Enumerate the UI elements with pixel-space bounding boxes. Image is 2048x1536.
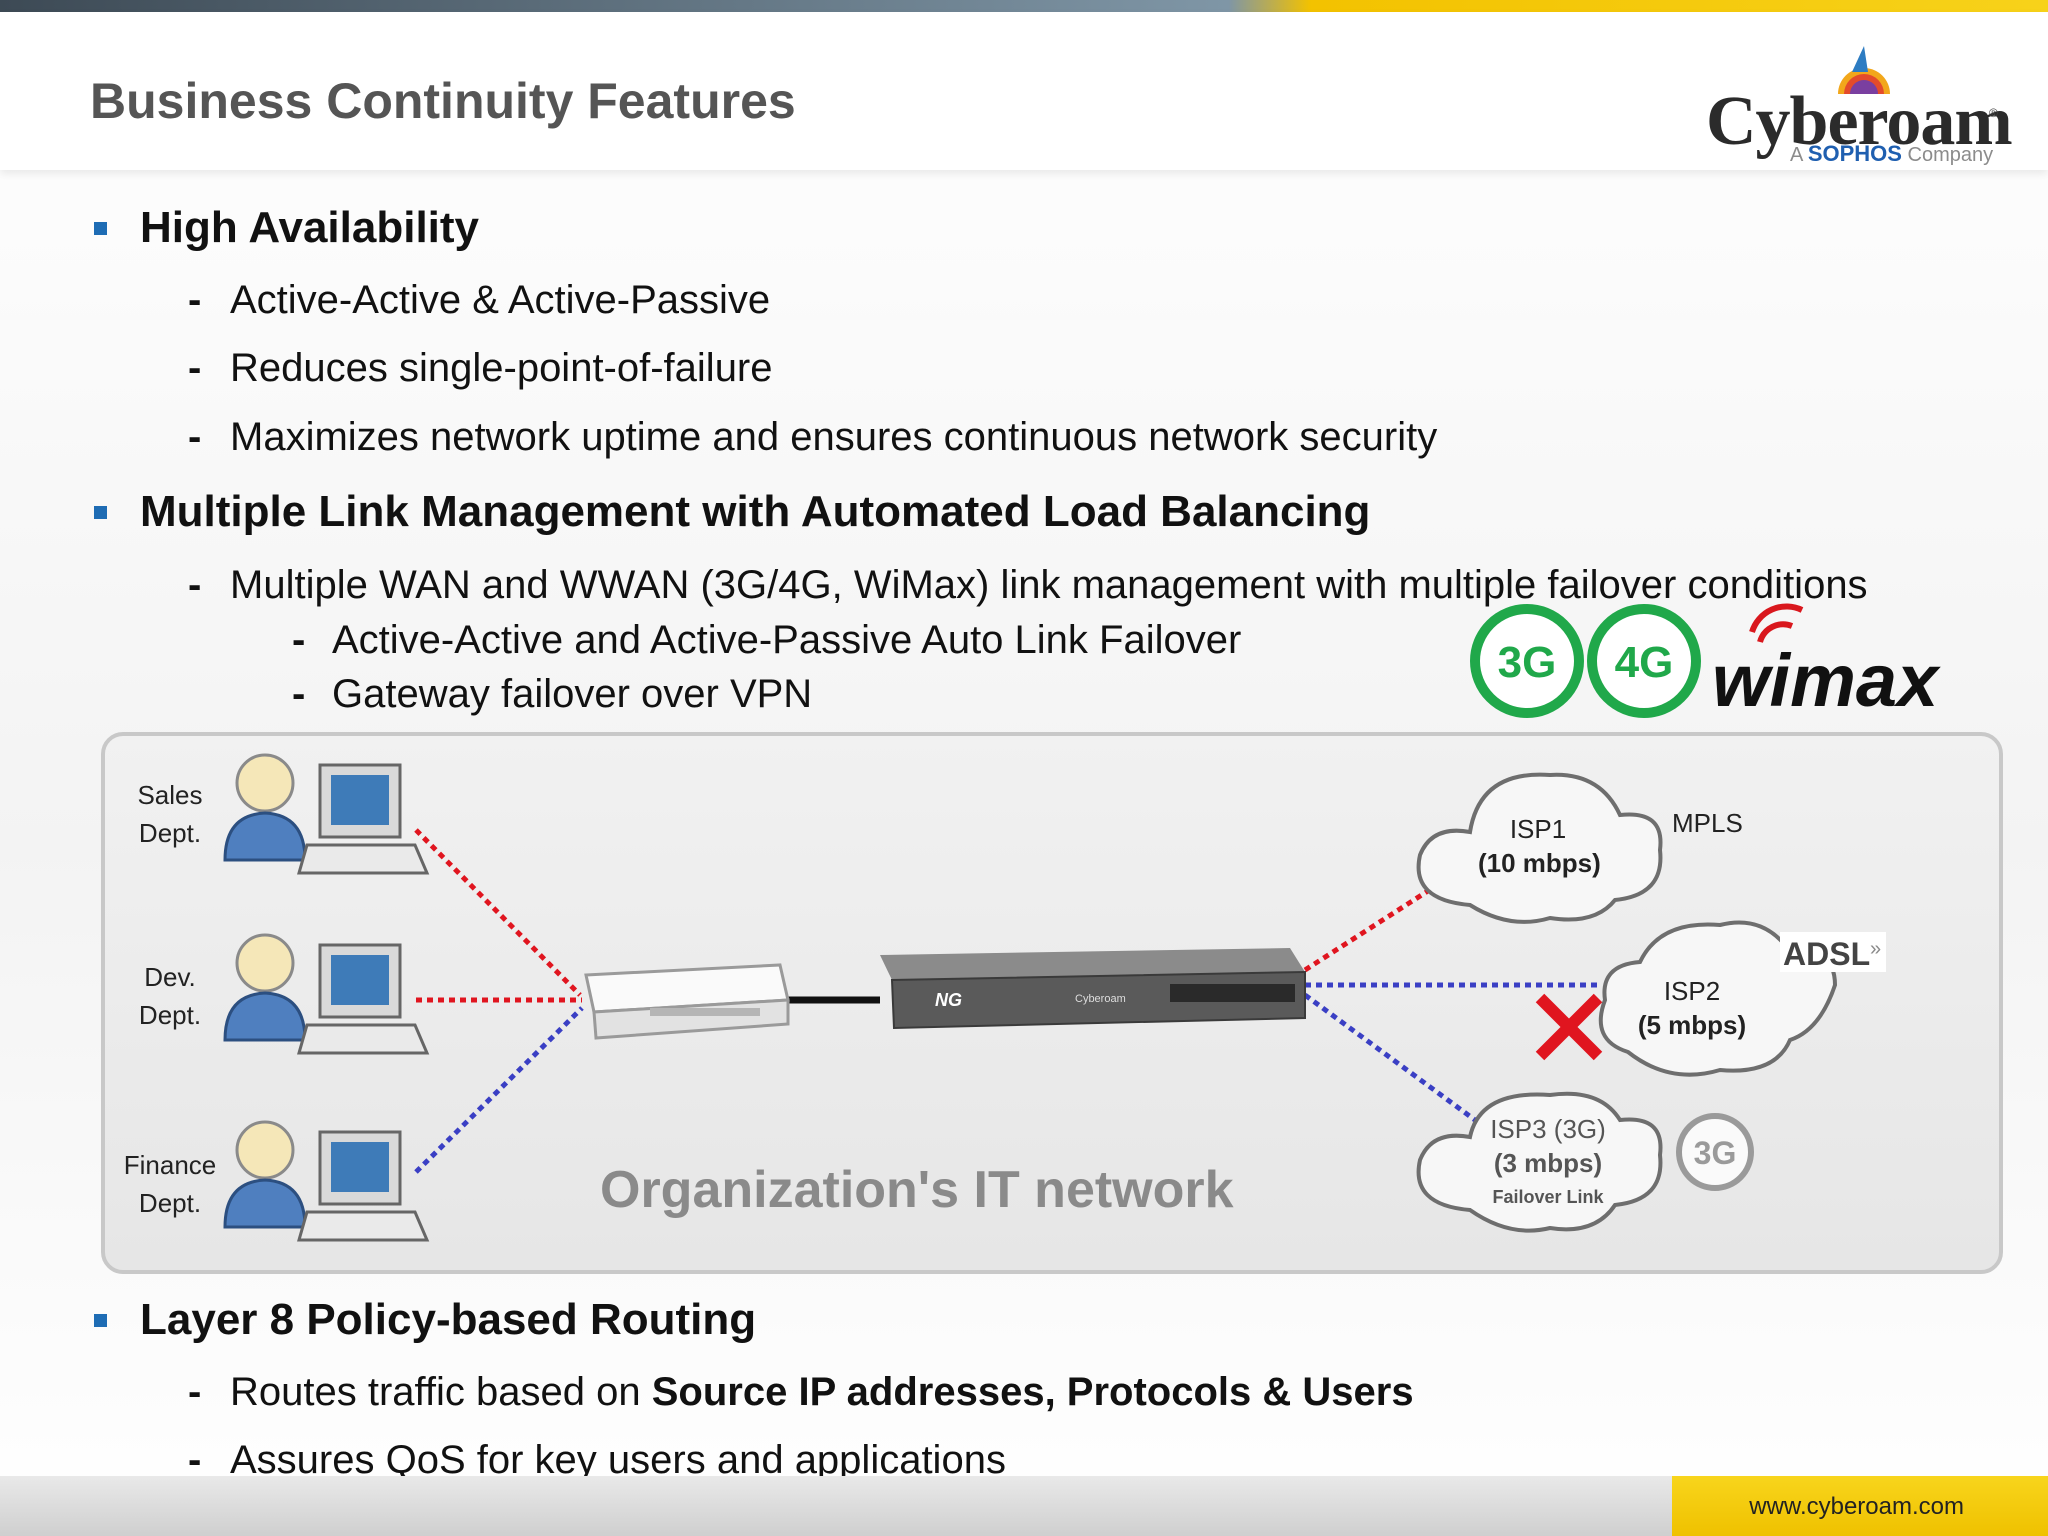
logo-tagline-prefix: A	[1790, 144, 1803, 166]
logo-wordmark: Cyberoam	[1706, 83, 2013, 160]
diagram-caption: Organization's IT network	[600, 1161, 1234, 1219]
adsl-label: ADSL	[1783, 936, 1870, 972]
dept-name: Finance	[123, 1150, 217, 1180]
dash-marker: -	[188, 346, 202, 390]
dash-marker: -	[188, 1370, 202, 1414]
dept-suffix: Dept.	[138, 1188, 202, 1218]
4g-badge-icon: 4G	[1587, 604, 1701, 718]
adsl-logo-icon: ADSL »	[1780, 932, 1886, 972]
dept-name: Sales	[137, 780, 203, 810]
section-heading: Multiple Link Management with Automated …	[140, 487, 1371, 536]
list-item-text: Routes traffic based on	[230, 1370, 652, 1414]
appliance-model-label: NG	[935, 990, 962, 1010]
isp-speed: (10 mbps)	[1478, 848, 1601, 878]
logo-fan-icon	[1838, 46, 1890, 94]
footer-url-box: www.cyberoam.com	[1672, 1476, 2048, 1536]
wwan-badges: 3G 4G wimax	[1470, 603, 1941, 722]
dash-marker: -	[188, 415, 202, 459]
link-isp1	[1303, 877, 1447, 973]
user-workstation-icon	[223, 1120, 430, 1242]
isp1-label: ISP1 (10 mbps)	[1478, 812, 1601, 880]
3g-badge-label: 3G	[1498, 638, 1557, 687]
user-workstation-icon	[223, 933, 430, 1055]
network-switch-icon	[584, 963, 790, 1040]
top-accent-bar	[0, 0, 2048, 12]
isp-speed: (5 mbps)	[1637, 1010, 1747, 1040]
slide-header: Business Continuity Features Cyberoam ® …	[0, 12, 2048, 170]
section-heading: High Availability	[140, 203, 480, 252]
isp-speed: (3 mbps)	[1493, 1148, 1603, 1178]
wimax-label: wimax	[1712, 639, 1941, 722]
sub-list-item: Active-Active and Active-Passive Auto Li…	[332, 618, 1242, 662]
isp-name: ISP3 (3G)	[1490, 1114, 1606, 1144]
dept-label-sales: Sales Dept.	[110, 776, 230, 852]
wimax-logo-icon: wimax	[1712, 603, 1941, 722]
list-item: Assures QoS for key users and applicatio…	[230, 1438, 1006, 1482]
dept-label-finance: Finance Dept.	[110, 1146, 230, 1222]
3g-small-badge-icon: 3G	[1676, 1113, 1754, 1191]
isp3-cloud-icon	[1416, 1091, 1663, 1233]
dash-marker: -	[188, 563, 202, 607]
link-finance-switch	[414, 1006, 584, 1174]
dash-marker: -	[292, 672, 306, 716]
logo-tagline-brand: SOPHOS	[1807, 141, 1902, 166]
bullet-square-icon	[94, 506, 107, 519]
bullet-square-icon	[94, 222, 107, 235]
mpls-label: MPLS	[1672, 808, 1743, 838]
user-workstation-icon	[223, 753, 430, 875]
link-failure-x-icon	[1535, 993, 1603, 1061]
link-isp3	[1303, 992, 1477, 1123]
appliance-brand-label: Cyberoam	[1075, 993, 1126, 1005]
dept-name: Dev.	[144, 962, 196, 992]
isp-note: Failover Link	[1492, 1187, 1604, 1207]
3g-small-badge-label: 3G	[1694, 1135, 1737, 1171]
section-heading: Layer 8 Policy-based Routing	[140, 1295, 757, 1344]
isp1-cloud-icon	[1416, 772, 1663, 924]
isp-name: ISP1	[1509, 814, 1567, 844]
list-item: Routes traffic based on Source IP addres…	[230, 1370, 1414, 1415]
sub-list-item: Gateway failover over VPN	[332, 672, 813, 716]
list-item-emphasis: Source IP addresses, Protocols & Users	[651, 1370, 1414, 1414]
3g-badge-icon: 3G	[1470, 604, 1584, 718]
bullet-square-icon	[94, 1314, 107, 1327]
dash-marker: -	[188, 278, 202, 322]
list-item: Maximizes network uptime and ensures con…	[230, 415, 1438, 459]
list-item: Reduces single-point-of-failure	[230, 346, 773, 390]
isp3-label: ISP3 (3G) (3 mbps) Failover Link	[1478, 1112, 1618, 1214]
isp-name: ISP2	[1663, 976, 1721, 1006]
slide-title: Business Continuity Features	[90, 73, 796, 129]
isp2-label: ISP2 (5 mbps)	[1630, 974, 1754, 1042]
dash-marker: -	[292, 618, 306, 662]
logo-tagline-suffix: Company	[1907, 144, 1994, 166]
network-links	[414, 828, 1600, 1174]
cyberoam-appliance-icon: NG Cyberoam	[880, 948, 1306, 1030]
list-item: Multiple WAN and WWAN (3G/4G, WiMax) lin…	[230, 563, 1868, 607]
logo-trademark: ®	[1989, 106, 1998, 120]
logo-tagline: A SOPHOS Company	[1790, 141, 1993, 167]
cyberoam-logo: Cyberoam ® A SOPHOS Company	[1700, 42, 2013, 172]
svg-text:»: »	[1870, 938, 1881, 960]
link-sales-switch	[414, 828, 582, 997]
dash-marker: -	[188, 1438, 202, 1482]
4g-badge-label: 4G	[1615, 638, 1674, 687]
dept-suffix: Dept.	[138, 818, 202, 848]
list-item: Active-Active & Active-Passive	[230, 278, 771, 322]
dept-label-dev: Dev. Dept.	[110, 958, 230, 1034]
footer-url[interactable]: www.cyberoam.com	[1749, 1493, 1964, 1520]
dept-suffix: Dept.	[138, 1000, 202, 1030]
